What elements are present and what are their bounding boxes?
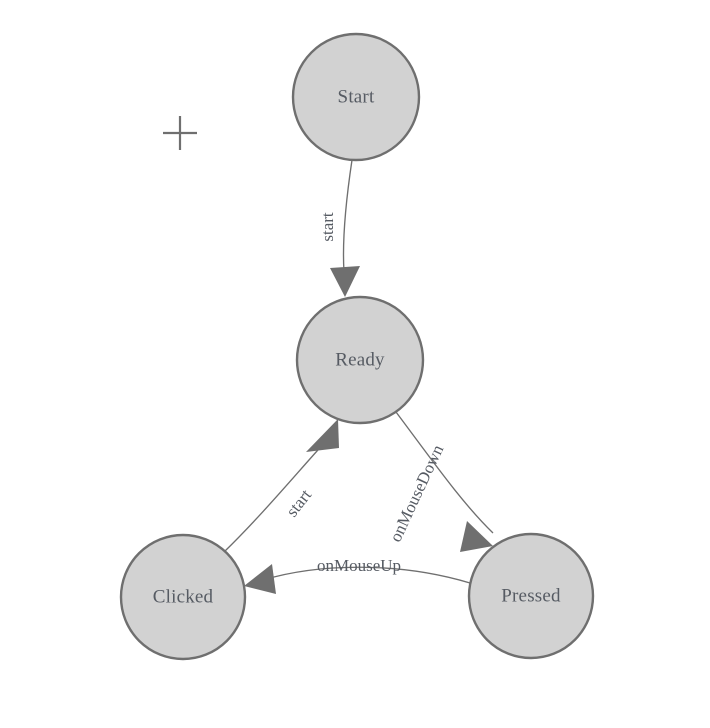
edge-pressed-to-clicked[interactable] [244, 564, 471, 594]
edge-start-to-ready-arrowhead [330, 266, 360, 297]
edge-clicked-to-ready-arrowhead [306, 419, 339, 452]
node-pressed-circle[interactable] [467, 532, 595, 660]
edge-clicked-to-ready[interactable] [223, 419, 339, 553]
edge-ready-to-pressed[interactable] [395, 411, 494, 552]
crosshair-icon[interactable] [163, 116, 197, 150]
node-clicked[interactable]: Clicked [119, 533, 247, 661]
node-start[interactable]: Start [291, 32, 421, 162]
node-clicked-circle[interactable] [119, 533, 247, 661]
edge-pressed-to-clicked-path[interactable] [262, 566, 471, 584]
node-ready-label: Ready [335, 349, 385, 370]
node-ready[interactable]: Ready [295, 295, 425, 425]
edge-label-pressed-to-clicked: onMouseUp [317, 556, 401, 575]
edge-ready-to-pressed-path[interactable] [395, 411, 494, 534]
edge-start-to-ready-path[interactable] [342, 159, 353, 273]
edge-clicked-to-ready-path[interactable] [223, 440, 327, 553]
edge-label-clicked-to-ready: start [282, 485, 315, 520]
edge-ready-to-pressed-arrowhead [460, 521, 493, 552]
edge-pressed-to-clicked-arrowhead [244, 564, 276, 594]
node-pressed[interactable]: Pressed [467, 532, 595, 660]
node-start-label: Start [338, 86, 375, 107]
edge-label-ready-to-pressed: onMouseDown [386, 441, 448, 544]
node-pressed-label: Pressed [501, 585, 561, 606]
node-start-circle[interactable] [291, 32, 421, 162]
edge-start-to-ready[interactable] [330, 159, 360, 297]
node-ready-circle[interactable] [295, 295, 425, 425]
edge-label-start-to-ready: start [318, 212, 337, 242]
node-clicked-label: Clicked [153, 586, 214, 607]
